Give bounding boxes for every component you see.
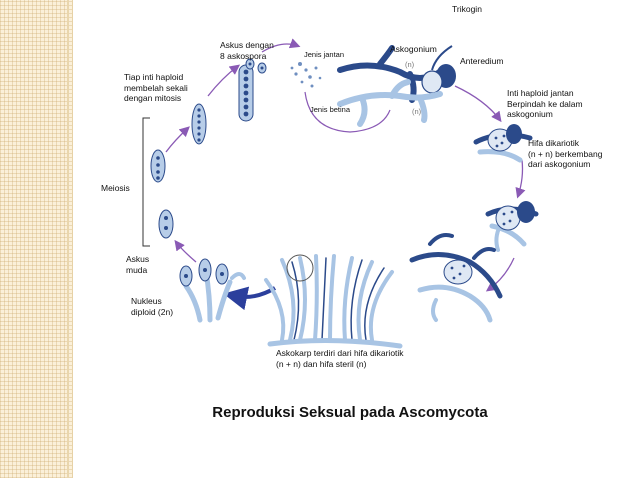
arrow-ascocarp-to-asci <box>223 286 277 311</box>
arrow-plasmogamy-to-dikaryotic <box>515 159 526 199</box>
decorative-sidebar <box>0 0 73 478</box>
young-asci <box>179 258 246 323</box>
label-trikogin: Trikogin <box>452 4 482 14</box>
ascocarp <box>264 254 403 349</box>
plasmogamy-cluster <box>473 124 533 163</box>
arrow-dikaryotic-to-ascocarp <box>485 257 515 292</box>
label-askus-muda: Askus muda <box>126 254 150 275</box>
trichogyne <box>431 45 453 71</box>
female-hypha <box>337 79 443 127</box>
arrow-mitosis-to-ascus <box>207 64 241 97</box>
sidebar-divider <box>67 0 69 478</box>
ascus-eight-spores <box>238 58 267 122</box>
label-haploid-male: (n) <box>405 60 415 69</box>
label-jenis-jantan: Jenis jantan <box>304 50 345 59</box>
meiosis-stages <box>150 103 207 239</box>
label-meiosis: Meiosis <box>101 183 130 193</box>
label-haploid-female: (n) <box>412 107 422 116</box>
arrow-young-ascus-to-meiosis <box>174 239 197 263</box>
label-tiap-inti-haploid: Tiap inti haploid membelah sekali dengan… <box>124 72 188 103</box>
label-askogonium: Askogonium <box>390 44 437 54</box>
mating-loop <box>304 91 391 133</box>
label-jenis-betina: Jenis betina <box>310 105 351 114</box>
label-askus-8-askospora: Askus dengan 8 askospora <box>220 40 274 61</box>
ascospores-dispersing <box>290 62 322 88</box>
label-askokarp: Askokarp terdiri dari hifa dikariotik (n… <box>276 348 404 369</box>
dikaryotic-cluster <box>485 201 539 252</box>
slide-title: Reproduksi Seksual pada Ascomycota <box>212 404 488 421</box>
arrow-mating-to-plasmogamy <box>454 85 502 123</box>
early-ascocarp <box>409 233 503 323</box>
label-anteredium: Anteredium <box>460 56 504 66</box>
label-inti-haploid-jantan: Inti haploid jantan Berpindah ke dalam a… <box>507 88 583 119</box>
arrow-meiosis-to-mitosis <box>165 126 190 153</box>
label-nukleus-diploid: Nukleus diploid (2n) <box>131 296 174 317</box>
arrow-sporangium-to-mating <box>261 38 301 53</box>
meiosis-bracket <box>142 117 150 247</box>
cycle-arrows <box>165 38 526 292</box>
ascogonium <box>421 70 443 94</box>
label-hifa-dikariotik: Hifa dikariotik (n + n) berkembang dari … <box>528 138 603 169</box>
